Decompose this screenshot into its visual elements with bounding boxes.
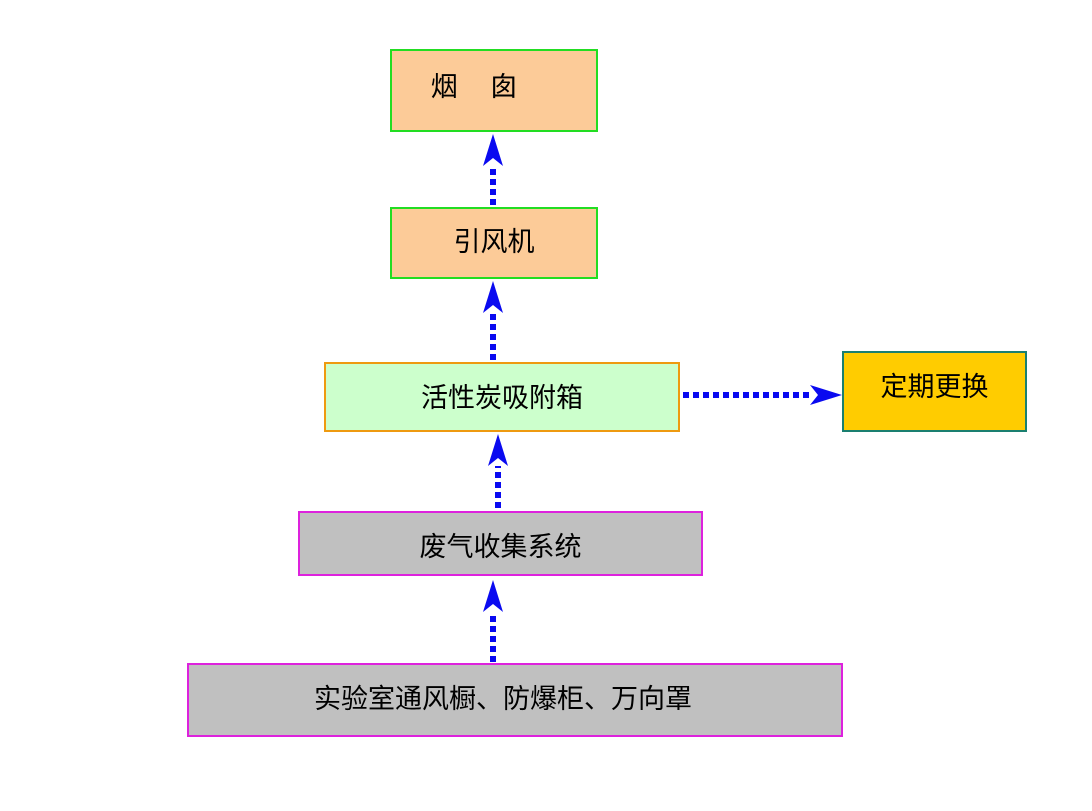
- arrow-fan-to-chimney: [483, 134, 503, 205]
- arrow-adsorber-to-fan: [483, 281, 503, 360]
- adsorber-label: 活性炭吸附箱: [421, 382, 583, 414]
- arrow-sources-to-collection: [483, 580, 503, 662]
- arrow-adsorber-to-replace: [683, 385, 842, 405]
- arrow-collection-to-adsorber: [488, 434, 508, 508]
- induced-draft-fan-box: 引风机: [390, 207, 598, 279]
- fan-label: 引风机: [453, 226, 535, 258]
- lab-sources-box: 实验室通风橱、防爆柜、万向罩: [187, 663, 843, 737]
- sources-label: 实验室通风橱、防爆柜、万向罩: [314, 683, 692, 715]
- chimney-label: 烟 囱: [430, 72, 530, 103]
- periodic-replacement-box: 定期更换: [842, 351, 1027, 432]
- collection-label: 废气收集系统: [419, 532, 582, 563]
- replace-label: 定期更换: [880, 372, 989, 403]
- chimney-box: 烟 囱: [390, 49, 598, 132]
- activated-carbon-adsorber-box: 活性炭吸附箱: [324, 362, 680, 432]
- exhaust-collection-box: 废气收集系统: [298, 511, 703, 576]
